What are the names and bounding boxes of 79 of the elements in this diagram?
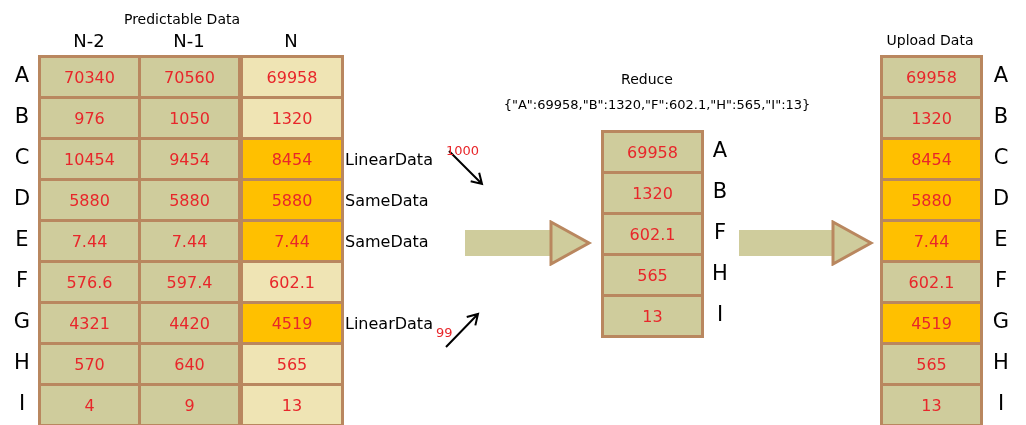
row-label: I xyxy=(17,390,27,417)
table-cell: 4321 xyxy=(38,301,141,345)
table-cell: 4519 xyxy=(240,301,344,345)
column-header: N-2 xyxy=(72,30,106,51)
column-header: N xyxy=(283,30,299,51)
row-label: G xyxy=(991,308,1011,335)
annotation-text: SameData xyxy=(345,231,429,253)
table-cell: 5880 xyxy=(138,178,241,222)
table-cell: 9 xyxy=(138,383,241,425)
table-cell: 640 xyxy=(138,342,241,386)
row-label: C xyxy=(13,144,31,171)
column-header: N-1 xyxy=(172,30,206,51)
table-cell: 7.44 xyxy=(38,219,141,263)
table-cell: 565 xyxy=(240,342,344,386)
title-text: Reduce xyxy=(621,71,673,87)
row-label: D xyxy=(12,185,32,212)
table-cell: 565 xyxy=(601,253,704,297)
title-text: Predictable Data xyxy=(123,11,241,27)
row-label: F xyxy=(14,267,30,294)
title-text: Upload Data xyxy=(886,32,974,48)
table-cell: 602.1 xyxy=(601,212,704,256)
table-cell: 565 xyxy=(880,342,983,386)
row-label: G xyxy=(12,308,32,335)
table-cell: 570 xyxy=(38,342,141,386)
row-label: I xyxy=(715,301,725,328)
change-value: 99 xyxy=(436,325,453,340)
row-label: B xyxy=(711,178,729,205)
table-cell: 1320 xyxy=(601,171,704,215)
table-cell: 69958 xyxy=(880,55,983,99)
table-cell: 10454 xyxy=(38,137,141,181)
row-label: D xyxy=(991,185,1011,212)
table-cell: 69958 xyxy=(240,55,344,99)
row-label: F xyxy=(993,267,1009,294)
row-label: E xyxy=(14,226,30,253)
block-arrow xyxy=(739,220,873,266)
table-cell: 13 xyxy=(880,383,983,425)
table-cell: 1320 xyxy=(880,96,983,140)
table-cell: 602.1 xyxy=(240,260,344,304)
table-cell: 7.44 xyxy=(138,219,241,263)
table-cell: 7.44 xyxy=(240,219,344,263)
annotation-text: LinearData xyxy=(345,149,433,171)
table-cell: 597.4 xyxy=(138,260,241,304)
table-cell: 5880 xyxy=(38,178,141,222)
block-arrow xyxy=(465,220,591,266)
row-label: H xyxy=(711,260,729,287)
table-cell: 13 xyxy=(240,383,344,425)
table-cell: 4 xyxy=(38,383,141,425)
table-cell: 7.44 xyxy=(880,219,983,263)
row-label: F xyxy=(712,219,728,246)
table-cell: 1050 xyxy=(138,96,241,140)
row-label: H xyxy=(13,349,31,376)
table-cell: 9454 xyxy=(138,137,241,181)
row-label: B xyxy=(992,103,1010,130)
table-cell: 70340 xyxy=(38,55,141,99)
table-cell: 8454 xyxy=(880,137,983,181)
row-label: B xyxy=(13,103,31,130)
reduced-json-text: {"A":69958,"B":1320,"F":602.1,"H":565,"I":13} xyxy=(503,97,811,112)
table-cell: 4420 xyxy=(138,301,241,345)
row-label: I xyxy=(996,390,1006,417)
annotation-text: SameData xyxy=(345,190,429,212)
annotation-text: LinearData xyxy=(345,313,433,335)
table-cell: 4519 xyxy=(880,301,983,345)
table-cell: 602.1 xyxy=(880,260,983,304)
table-cell: 69958 xyxy=(601,130,704,174)
row-label: H xyxy=(992,349,1010,376)
table-cell: 1320 xyxy=(240,96,344,140)
table-cell: 5880 xyxy=(240,178,344,222)
row-label: A xyxy=(711,137,729,164)
table-cell: 70560 xyxy=(138,55,241,99)
table-cell: 5880 xyxy=(880,178,983,222)
row-label: A xyxy=(13,62,31,89)
table-cell: 13 xyxy=(601,294,704,338)
row-label: A xyxy=(992,62,1010,89)
table-cell: 576.6 xyxy=(38,260,141,304)
row-label: C xyxy=(992,144,1010,171)
row-label: E xyxy=(993,226,1009,253)
table-cell: 976 xyxy=(38,96,141,140)
change-value: 1000 xyxy=(446,143,480,158)
table-cell: 8454 xyxy=(240,137,344,181)
